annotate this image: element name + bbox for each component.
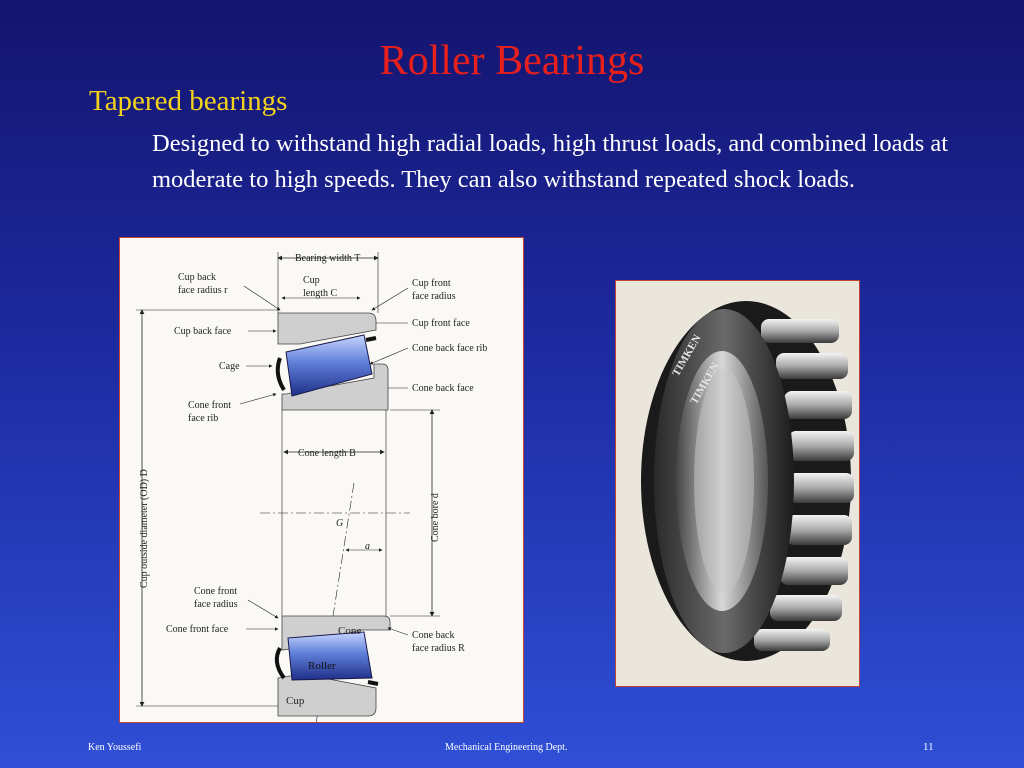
bottom-roller (287, 631, 373, 681)
label-cup: Cup (286, 695, 305, 707)
label-cone-back-face-rib: Cone back face rib (412, 343, 487, 354)
label-cup-outside-diameter: Cup outside diameter (OD) D (139, 469, 150, 588)
label-cone: Cone (338, 625, 361, 637)
label-cone-front-face-radius-1: Cone front (194, 586, 237, 597)
label-cup-length-1: Cup (303, 275, 320, 286)
label-cup-front-face-radius-2: face radius (412, 291, 456, 302)
bearing-rollers (754, 319, 854, 651)
slide-title: Roller Bearings (379, 38, 645, 84)
label-cup-back-face-radius-1: Cup back (178, 272, 216, 283)
label-cone-back-face: Cone back face (412, 383, 474, 394)
top-roller (285, 334, 373, 397)
label-cone-back-face-radius-1: Cone back (412, 630, 455, 641)
label-cone-back-face-radius-2: face radius R (412, 643, 465, 654)
top-cup (277, 312, 377, 345)
bearing-photo-svg: TIMKEN TIMKEN (616, 281, 859, 686)
tapered-bearing-photo: TIMKEN TIMKEN (615, 280, 860, 687)
slide-body-text: Designed to withstand high radial loads,… (152, 130, 949, 193)
footer-author: Ken Youssefi (88, 742, 142, 753)
label-cone-front-face: Cone front face (166, 624, 229, 635)
diagram-svg: Bearing width T Cup length C Cup back fa… (136, 252, 487, 722)
top-cone (281, 363, 389, 411)
label-cup-front-face-radius-1: Cup front (412, 278, 451, 289)
label-cone-front-face-rib-2: face rib (188, 413, 218, 424)
label-cup-back-face: Cup back face (174, 326, 232, 337)
label-cup-back-face-radius-2: face radius r (178, 285, 228, 296)
footer-department: Mechanical Engineering Dept. (445, 742, 568, 753)
label-cup-length-2: length C (303, 288, 337, 299)
top-cage (275, 357, 286, 392)
label-g-point: G (336, 518, 343, 529)
label-cage: Cage (219, 361, 240, 372)
label-a-offset: a (365, 541, 370, 552)
bottom-bearing-section: Cone Roller Cup (274, 615, 391, 717)
label-cone-front-face-rib-1: Cone front (188, 400, 231, 411)
label-cup-front-face: Cup front face (412, 318, 470, 329)
bearing-cross-section-diagram: Bearing width T Cup length C Cup back fa… (119, 237, 524, 723)
bottom-cage (274, 647, 286, 680)
label-cone-bore: Cone bore d (430, 493, 441, 542)
page-number: 11 (923, 741, 934, 753)
slide-subtitle: Tapered bearings (89, 85, 288, 117)
label-cone-front-face-radius-2: face radius (194, 599, 238, 610)
top-bearing-section (275, 312, 389, 411)
label-cone-length: Cone length B (298, 448, 356, 459)
label-bearing-width: Bearing width T (295, 253, 360, 264)
label-roller: Roller (308, 660, 336, 672)
bottom-cup (277, 673, 377, 717)
